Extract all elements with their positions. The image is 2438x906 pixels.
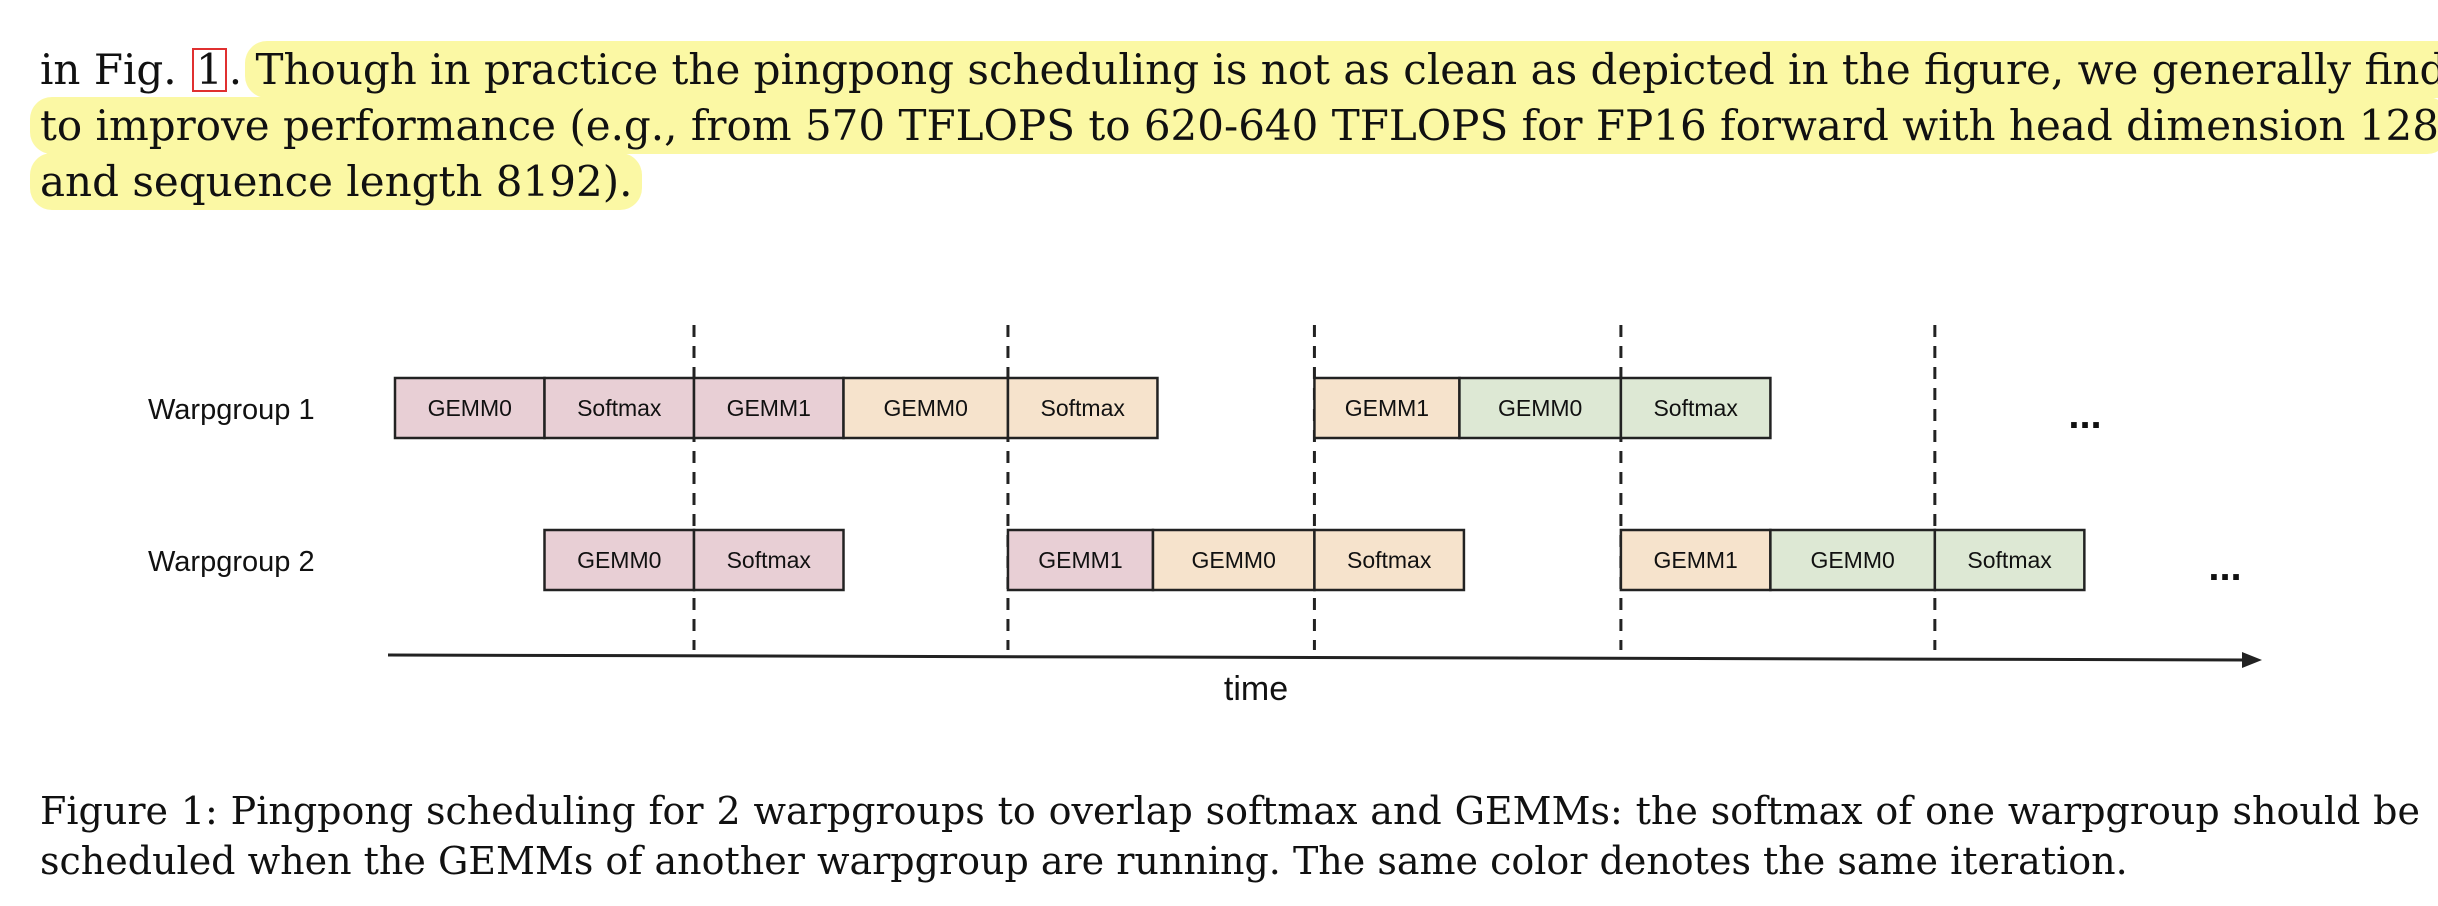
schedule-block-softmax — [692, 528, 845, 592]
warpgroup-row-1: Warpgroup 1 GEMM0 Softmax GEMM1 GEMM0 Softmax… — [148, 376, 2102, 440]
highlighted-text: Though in practice the pingpong scheduli… — [245, 41, 2438, 98]
schedule-block-label: GEMM0 — [577, 547, 661, 573]
time-axis-label: time — [1224, 670, 1288, 708]
schedule-block-label: GEMM1 — [1038, 547, 1122, 573]
time-axis-arrowhead — [2242, 652, 2262, 668]
schedule-block-softmax — [1619, 376, 1772, 440]
schedule-block-label: Softmax — [1041, 395, 1126, 421]
schedule-block-label: GEMM0 — [884, 395, 968, 421]
warpgroup-label: Warpgroup 2 — [148, 546, 315, 578]
schedule-block-softmax — [1313, 528, 1466, 592]
schedule-block-gemm1 — [1619, 528, 1772, 592]
warpgroup-label: Warpgroup 1 — [148, 394, 315, 426]
caption-line-1: Figure 1: Pingpong scheduling for 2 warp… — [40, 789, 2420, 833]
schedule-block-gemm0 — [543, 528, 696, 592]
schedule-block-label: GEMM1 — [1653, 547, 1737, 573]
schedule-block-label: GEMM0 — [1810, 547, 1894, 573]
continuation-ellipsis: ... — [2068, 393, 2101, 437]
schedule-block-gemm1 — [692, 376, 845, 440]
schedule-block-gemm0 — [1151, 528, 1316, 592]
highlighted-text: and sequence length 8192). — [30, 153, 643, 210]
schedule-block-label: GEMM0 — [1192, 547, 1276, 573]
schedule-block-label: GEMM1 — [1345, 395, 1429, 421]
schedule-block-gemm1 — [1313, 376, 1461, 440]
schedule-block-label: Softmax — [1653, 395, 1738, 421]
schedule-block-softmax — [1006, 376, 1159, 440]
highlighted-text: to improve performance (e.g., from 570 T… — [30, 97, 2438, 154]
schedule-block-gemm0 — [1458, 376, 1623, 440]
figure-reference-link[interactable]: 1 — [192, 48, 227, 92]
paragraph-text: in Fig. — [40, 45, 177, 94]
paragraph-line-3: and sequence length 8192). — [30, 153, 2420, 210]
paragraph-text: . — [228, 45, 243, 94]
continuation-ellipsis: ... — [2208, 545, 2241, 589]
schedule-block-gemm0 — [393, 376, 546, 440]
schedule-block-label: Softmax — [1967, 547, 2052, 573]
warpgroup-row-2: Warpgroup 2 GEMM0 Softmax GEMM1 GEMM0 Softmax… — [148, 528, 2242, 592]
schedule-block-softmax — [543, 376, 696, 440]
time-axis: time — [387, 652, 2262, 708]
paragraph-line-2: to improve performance (e.g., from 570 T… — [30, 97, 2438, 154]
schedule-block-label: Softmax — [577, 395, 662, 421]
caption-line-2: scheduled when the GEMMs of another warp… — [40, 839, 2128, 883]
body-paragraph: in Fig. 1. Though in practice the pingpo… — [30, 41, 2438, 210]
schedule-block-label: Softmax — [1347, 547, 1432, 573]
schedule-block-label: GEMM0 — [428, 395, 512, 421]
paragraph-line-1: in Fig. 1. Though in practice the pingpo… — [40, 41, 2438, 98]
figure-caption: Figure 1: Pingpong scheduling for 2 warp… — [40, 786, 2420, 886]
schedule-block-label: GEMM1 — [727, 395, 811, 421]
time-axis-line — [387, 653, 2249, 662]
schedule-block-label: GEMM0 — [1498, 395, 1582, 421]
schedule-block-softmax — [1933, 528, 2086, 592]
schedule-block-label: Softmax — [727, 547, 812, 573]
iteration-boundaries — [692, 325, 1937, 650]
